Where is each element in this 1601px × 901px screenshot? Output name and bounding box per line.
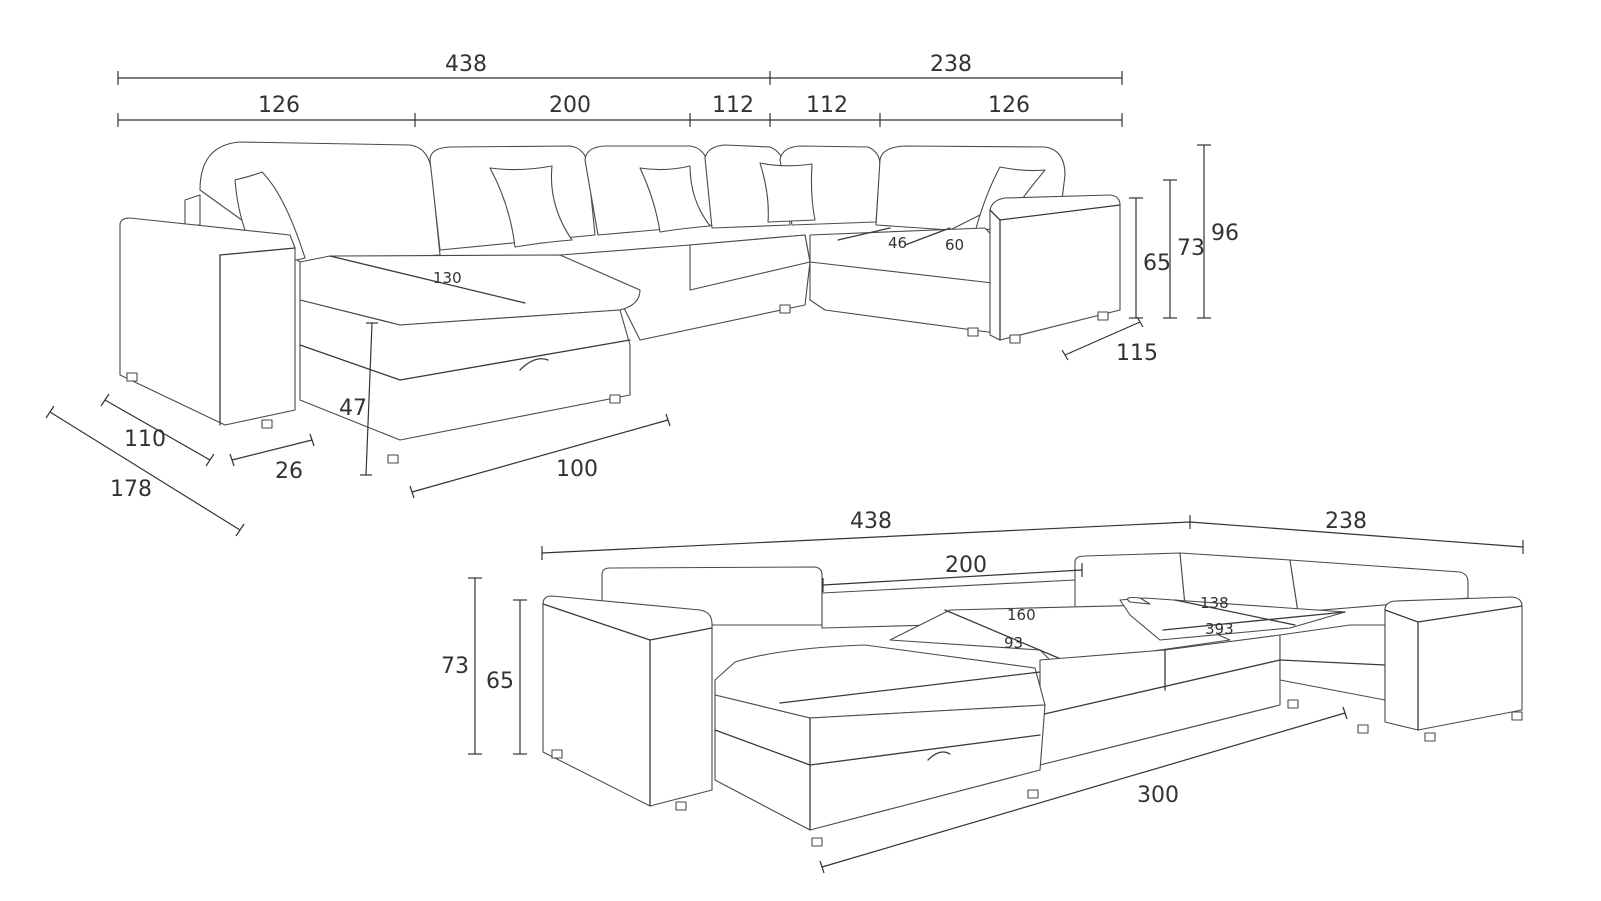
- pillow-3: [639, 165, 711, 233]
- bottom-dim-bed-d: 93: [1004, 634, 1023, 652]
- top-dim-chaise-w: 100: [556, 457, 598, 482]
- top-dim-height-2: 73: [1177, 236, 1205, 261]
- top-sofa-drawing: [119, 141, 1121, 464]
- pillow-2: [489, 165, 573, 248]
- bottom-dim-front: 300: [1137, 783, 1179, 808]
- top-dim-depth-1: 110: [124, 427, 166, 452]
- top-dim-total-left: 438: [445, 52, 487, 77]
- top-dim-depth-right: 115: [1116, 341, 1158, 366]
- top-dim-depth-2: 178: [110, 477, 152, 502]
- top-dim-seat-a: 46: [888, 234, 907, 252]
- top-dim-height-1: 65: [1143, 251, 1171, 276]
- top-dim-total-right: 238: [930, 52, 972, 77]
- bottom-dim-height-1: 73: [441, 654, 469, 679]
- top-dim-seat-h: 47: [339, 396, 367, 421]
- top-diagonal-dimensions: [45, 393, 671, 537]
- bottom-dim-back: 200: [945, 553, 987, 578]
- top-horizontal-dimensions: [117, 71, 1123, 127]
- top-vertical-dimensions: [360, 144, 1211, 476]
- top-dim-seg-4: 112: [806, 93, 848, 118]
- top-dim-seg-1: 126: [258, 93, 300, 118]
- top-dim-arm: 26: [275, 459, 303, 484]
- bottom-dimensions: [468, 515, 1524, 874]
- bottom-dim-height-2: 65: [486, 669, 514, 694]
- top-dim-chaise-len: 130: [433, 269, 462, 287]
- bottom-dim-bed-w: 160: [1007, 606, 1036, 624]
- bottom-dim-ext-a: 138: [1200, 594, 1229, 612]
- top-dim-seg-3: 112: [712, 93, 754, 118]
- bottom-sofa-drawing: [542, 552, 1523, 847]
- pillow-4: [759, 162, 816, 223]
- bottom-dim-total-right: 238: [1325, 509, 1367, 534]
- top-dim-height-3: 96: [1211, 221, 1239, 246]
- top-dim-seg-5: 126: [988, 93, 1030, 118]
- top-dim-seg-2: 200: [549, 93, 591, 118]
- top-dim-seat-b: 60: [945, 236, 964, 254]
- bottom-dim-total-left: 438: [850, 509, 892, 534]
- bottom-dim-ext-b: 393: [1205, 620, 1234, 638]
